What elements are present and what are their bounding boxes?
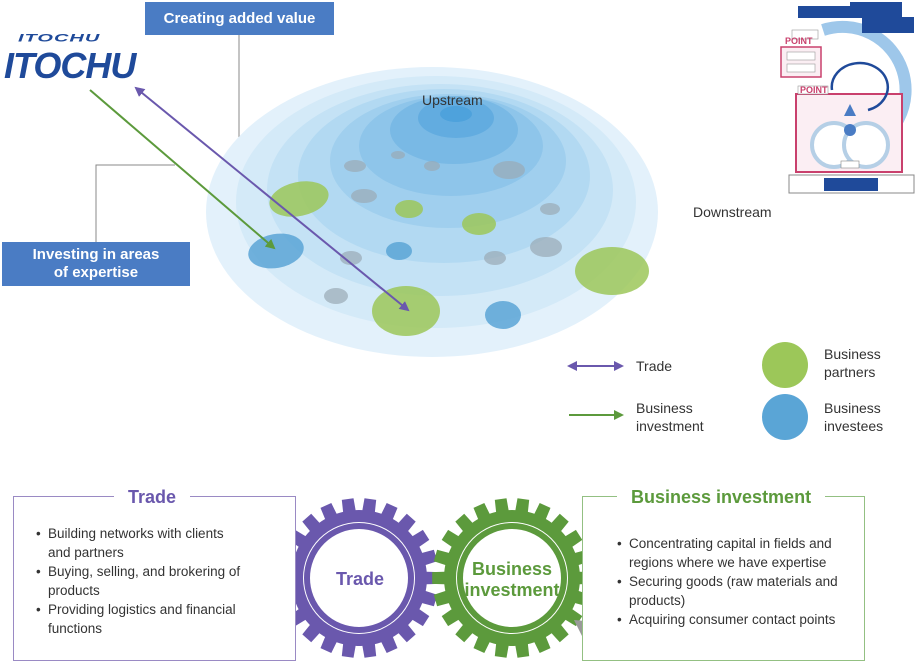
upstream-label: Upstream: [422, 92, 483, 108]
legend-investees-line2: investees: [824, 418, 884, 434]
legend-trade-label: Trade: [636, 358, 673, 374]
gear-ring: [456, 522, 568, 634]
trade-bullet-1: Building networks with clients and partn…: [34, 524, 244, 562]
thumbnail-point-label-2: POINT: [800, 85, 828, 95]
logo-reflection-text: ITOCHU: [18, 32, 101, 45]
trade-bullet-3: Providing logistics and financial functi…: [34, 600, 244, 638]
investment-bullet-2: Securing goods (raw materials and produc…: [615, 572, 855, 610]
legend-partners-line2: partners: [824, 364, 876, 380]
trade-panel: Trade Building networks with clients and…: [13, 486, 296, 661]
legend-investees-line1: Business: [824, 400, 881, 416]
investing-line2: of expertise: [53, 264, 139, 281]
trade-gear-icon: [279, 498, 439, 658]
connector-line-investing: [95, 164, 175, 242]
investment-gear-line1: Business: [471, 559, 553, 579]
legend-investment-label: Business investment: [636, 399, 704, 435]
investment-gear-line2: investment: [464, 580, 560, 600]
investment-bullet-list: Concentrating capital in fields and regi…: [615, 534, 855, 629]
trade-bullet-list: Building networks with clients and partn…: [34, 524, 244, 638]
investing-line1: Investing in areas: [32, 246, 160, 263]
gear-inner-ring: [457, 523, 567, 633]
legend-investment-line1: Business: [636, 400, 693, 416]
legend-investee-swatch: [762, 394, 808, 440]
trade-bullet-2: Buying, selling, and brokering of produc…: [34, 562, 244, 600]
thumbnail-point-label-1: POINT: [785, 36, 813, 46]
creating-added-value-text: Creating added value: [163, 10, 316, 27]
logo-text: ITOCHU: [4, 45, 136, 86]
legend-investees-label: Business investees: [824, 399, 883, 435]
investing-expertise-box: Investing in areas of expertise: [2, 242, 190, 286]
gear-ring: [303, 522, 415, 634]
itochu-logo: ITOCHU ITOCHU: [4, 32, 136, 88]
gear-inner-ring: [304, 523, 414, 633]
legend-partners-label: Business partners: [824, 345, 881, 381]
investment-panel: Business investment Concentrating capita…: [582, 486, 865, 661]
trade-gear-label: Trade: [335, 569, 385, 589]
thumbnail-diagram: [780, 2, 915, 194]
legend-investment-line2: investment: [636, 418, 704, 434]
trade-arrow: [134, 86, 410, 312]
investment-arrow: [89, 89, 276, 250]
investment-gear-icon: [432, 498, 592, 658]
downstream-label: Downstream: [693, 204, 772, 220]
investment-bullet-1: Concentrating capital in fields and regi…: [615, 534, 855, 572]
creating-added-value-box: Creating added value: [145, 2, 334, 35]
investment-gear-label: Business investment: [452, 559, 572, 601]
trade-panel-title: Trade: [114, 486, 191, 508]
legend-partner-swatch: [762, 342, 808, 388]
investment-bullet-3: Acquiring consumer contact points: [615, 610, 855, 629]
investment-panel-title: Business investment: [617, 486, 826, 508]
legend-partners-line1: Business: [824, 346, 881, 362]
